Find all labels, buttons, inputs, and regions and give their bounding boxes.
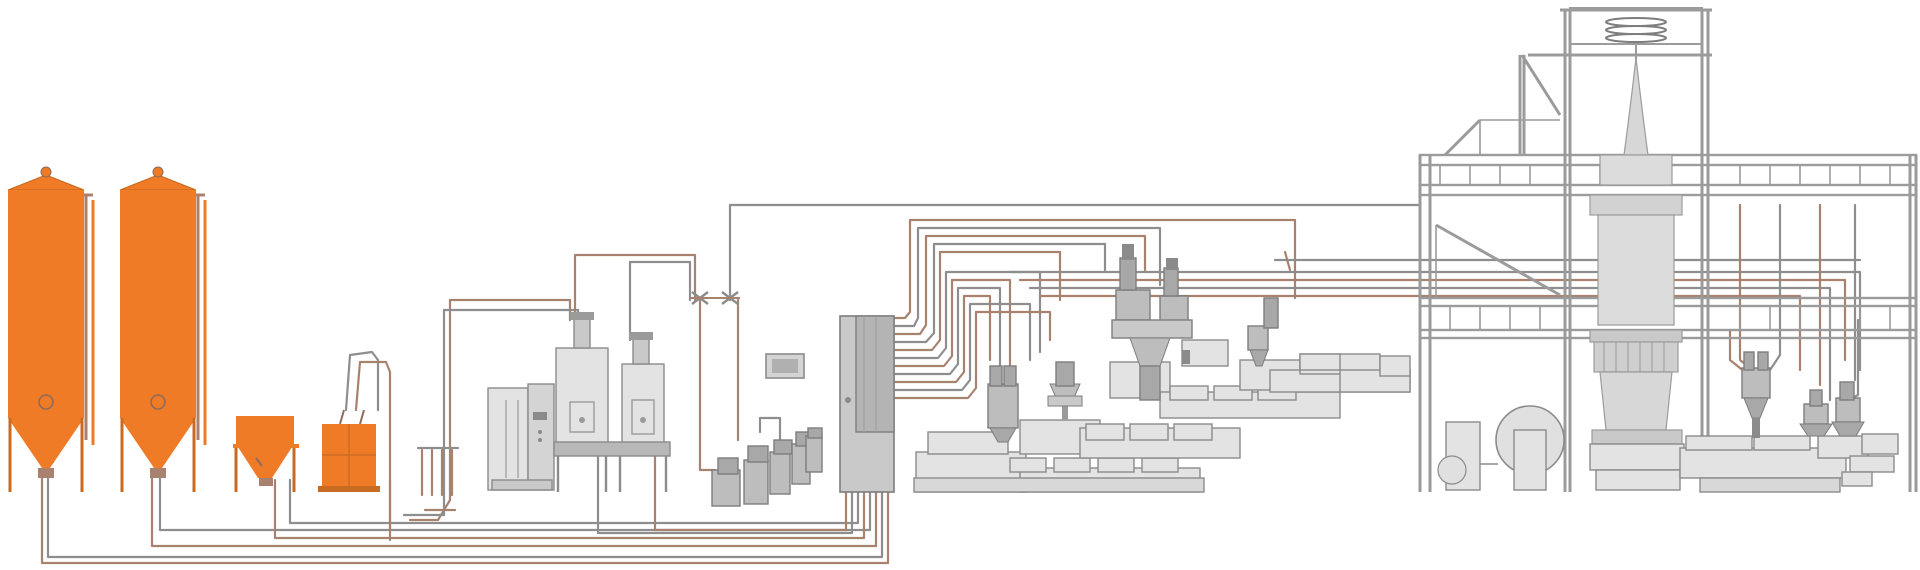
dryer-stand <box>553 441 671 457</box>
silo-2-outlet <box>150 468 166 478</box>
pipe-drop-2 <box>1768 203 1782 372</box>
pipe-line-9 <box>892 294 992 384</box>
extruder-4-hopper <box>1247 325 1269 351</box>
die-body <box>1599 371 1673 431</box>
tower-hopper-2 <box>1803 403 1829 425</box>
pipe-octabin-loop-b <box>354 360 392 532</box>
pipe-dryer-loop-a <box>573 253 697 327</box>
silo-2-body <box>120 190 196 418</box>
film-bubble <box>1623 57 1649 156</box>
pipe-octabin-loop <box>344 350 380 412</box>
haul-off-roller-3 <box>1605 33 1667 43</box>
pump-5 <box>805 435 823 473</box>
pipe-dryer-loop-b <box>628 260 692 342</box>
silo-1-vent <box>40 166 52 178</box>
bag-hopper-cone <box>236 444 294 478</box>
pipe-line-7 <box>892 278 1012 372</box>
die-base <box>1589 443 1685 471</box>
pipe-line-6 <box>892 270 1042 360</box>
bag-hopper-bin <box>236 416 294 444</box>
silo-1[interactable] <box>7 166 95 492</box>
dryer-cabinet-2 <box>527 383 555 491</box>
drying-hopper-2 <box>621 363 665 451</box>
film-bubble-body <box>1597 214 1675 326</box>
blown-film-tower[interactable] <box>1418 7 1918 493</box>
pipe-line-4 <box>892 242 1107 344</box>
pipe-line-1 <box>892 218 1297 320</box>
silo-2-vent <box>152 166 164 178</box>
extrusion-lines[interactable] <box>913 244 1411 493</box>
silo-1-cone <box>8 418 84 468</box>
distribution-manifold[interactable] <box>839 315 895 493</box>
pipe-line-5 <box>892 250 1062 352</box>
pipe-tower-d <box>1038 294 1802 372</box>
drying-hopper-1-loader <box>573 317 591 349</box>
control-panel[interactable] <box>765 353 805 379</box>
diverter-valves[interactable] <box>690 291 740 305</box>
air-ring-upper <box>1589 194 1683 216</box>
pipe-feed-left-a <box>408 298 572 522</box>
octabin-suction-lance <box>339 409 345 425</box>
pipe-silo2-main <box>150 438 878 548</box>
tower-hopper-1 <box>1741 367 1771 399</box>
tower-extruder-2 <box>1861 433 1899 455</box>
octabin-pallet <box>318 486 380 492</box>
haul-off-roller-1 <box>1605 17 1667 27</box>
dryer-display <box>533 412 547 420</box>
vacuum-pumps[interactable] <box>711 427 823 507</box>
pipe-pump-panel <box>758 416 782 442</box>
silo-2-cone <box>120 418 196 468</box>
blender-hopper-1 <box>1115 289 1151 321</box>
blender-hopper-2 <box>1159 295 1189 323</box>
pipe-line-3 <box>892 234 1147 336</box>
pump-1 <box>711 469 741 507</box>
silo-1-body <box>8 190 84 418</box>
pipe-line-11 <box>892 310 1052 400</box>
extruder-1-hopper <box>987 383 1019 429</box>
pipe-silo1-b <box>46 438 884 559</box>
blender-weighing <box>1111 319 1193 339</box>
pipe-line-2 <box>892 226 1162 328</box>
octabin[interactable] <box>318 409 380 492</box>
pipe-valve-b <box>728 203 1422 302</box>
haul-off-roller-2 <box>1605 25 1667 35</box>
pump-2 <box>743 459 769 505</box>
pipe-tower-b <box>1018 278 1847 362</box>
drying-hopper-2-loader <box>632 337 650 365</box>
pipe-silo1-main <box>40 438 890 565</box>
pipe-valve-a <box>698 298 717 472</box>
pump-3 <box>769 451 791 495</box>
silo-2-manhole <box>150 394 166 410</box>
pipe-tower-f <box>1283 250 1292 272</box>
bag-hopper-lance <box>255 457 263 467</box>
dryer[interactable] <box>487 312 671 492</box>
silo-1-outlet <box>38 468 54 478</box>
silo-2[interactable] <box>119 166 207 492</box>
dryer-cabinet-1 <box>487 387 529 491</box>
silo-1-manhole <box>38 394 54 410</box>
tower-hopper-3 <box>1835 397 1861 423</box>
pipe-line-10 <box>892 302 1032 392</box>
pipe-line-8 <box>892 286 1002 376</box>
drying-hopper-1 <box>555 347 609 451</box>
conveying-pipes <box>40 203 1862 565</box>
pipe-tower-c <box>1028 286 1832 402</box>
die-head <box>1593 341 1679 373</box>
control-panel-screen <box>772 359 798 373</box>
bag-hopper[interactable] <box>233 416 299 492</box>
